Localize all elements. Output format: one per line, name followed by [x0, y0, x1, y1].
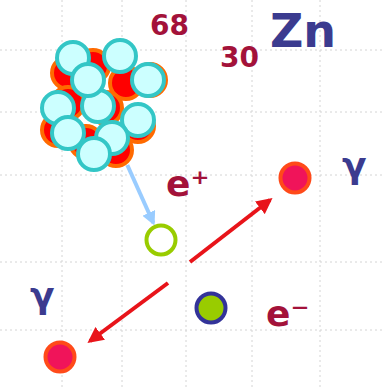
electron-shape: [194, 291, 228, 325]
grid-line: [320, 0, 321, 389]
photon-circle: [281, 164, 310, 193]
photon: γ: [43, 340, 77, 374]
electron: e⁻: [194, 291, 228, 325]
nucleus-shape: [28, 28, 165, 165]
photon: γ: [278, 161, 312, 195]
grid-line: [0, 330, 384, 331]
photon-arrow: [190, 200, 270, 262]
photon-shape: [278, 161, 312, 195]
electron-circle: [197, 294, 226, 323]
positron: e⁺: [144, 223, 178, 257]
mass-number: 68: [150, 12, 189, 40]
particle-label: γ: [342, 148, 367, 184]
particle-label: e⁺: [166, 166, 209, 202]
nucleus: 6830Zn: [28, 28, 165, 165]
photon-circle: [46, 343, 75, 372]
atomic-number: 30: [220, 44, 259, 72]
emission-arrow: [127, 165, 153, 223]
neutron: [78, 138, 110, 170]
photon-arrow: [90, 283, 168, 341]
positron-shape: [144, 223, 178, 257]
particle-label: γ: [30, 278, 55, 314]
neutron: [72, 64, 104, 96]
neutron: [132, 64, 164, 96]
element-symbol: Zn: [270, 8, 336, 54]
positron-circle: [147, 226, 176, 255]
photon-shape: [43, 340, 77, 374]
particle-label: e⁻: [266, 296, 309, 332]
neutron: [104, 40, 136, 72]
